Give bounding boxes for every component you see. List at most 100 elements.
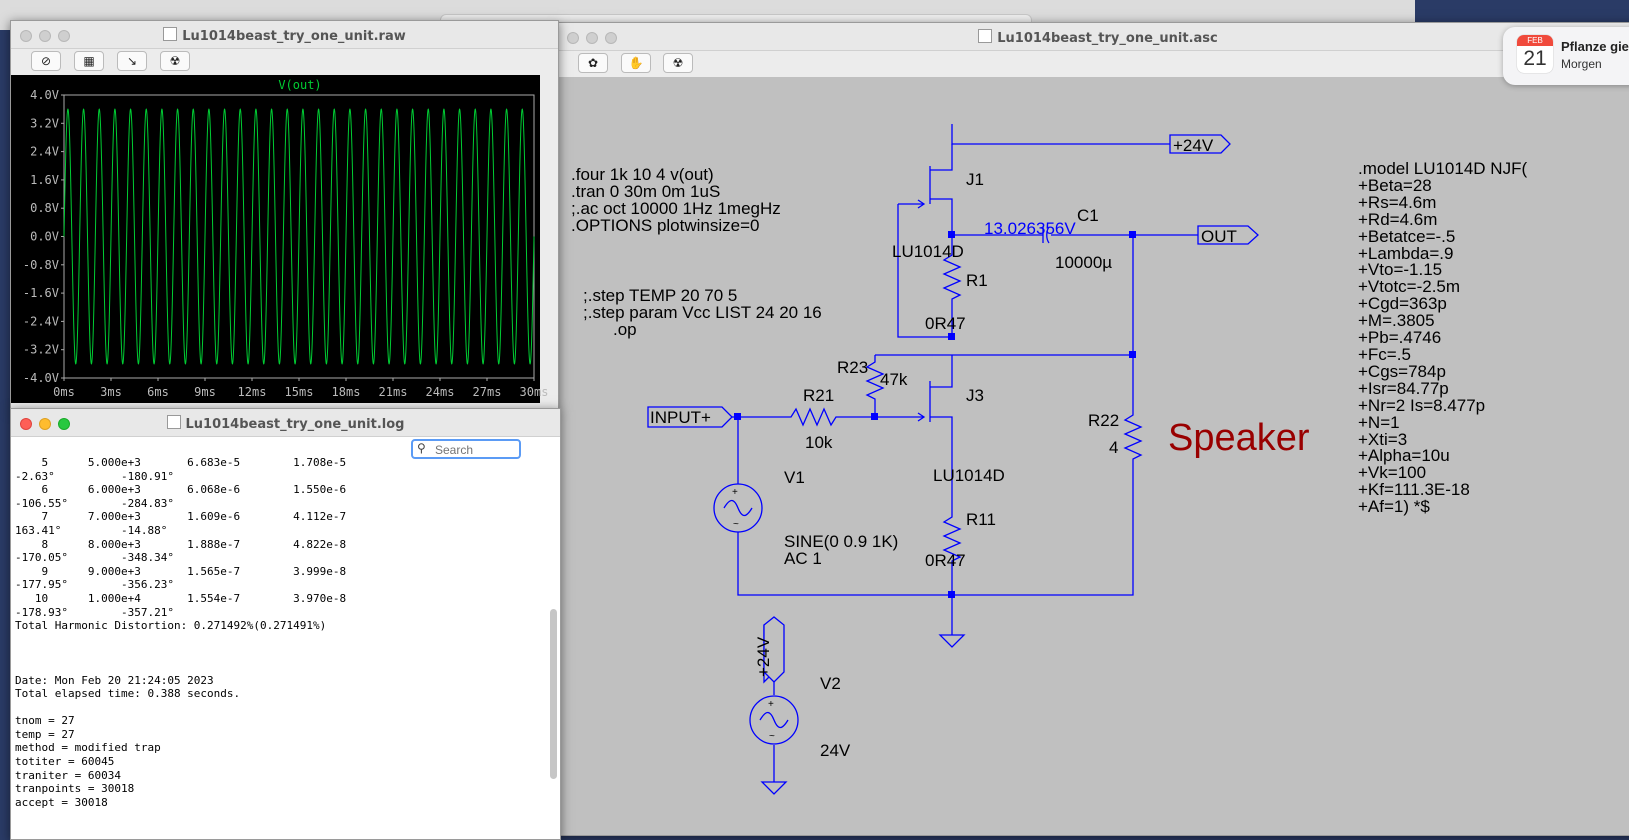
window-controls [20,29,77,47]
step-line: ;.step TEMP 20 70 5 [583,286,738,305]
model-line: +Cgs=784p [1358,361,1446,381]
log-line: -178.93° -357.21° [15,605,174,619]
log-line: Total Harmonic Distortion: 0.271492%(0.2… [15,619,327,633]
zoom-fit-button[interactable]: ↘ [117,51,147,71]
plot-title: Lu1014beast_try_one_unit.raw [182,29,406,44]
log-line: -170.05° -348.34° [15,551,174,565]
x-tick-label: 27ms [473,385,502,399]
c1-value[interactable]: 10000µ [1055,253,1113,272]
wire-vcc [951,124,1170,145]
v1-ac-value[interactable]: AC 1 [784,549,822,568]
r22-label[interactable]: R22 [1088,411,1120,430]
trace-label[interactable]: V(out) [278,78,321,92]
zoom-button[interactable] [605,32,617,44]
input-flag-label[interactable]: INPUT+ [650,408,711,427]
r21-label[interactable]: R21 [803,386,835,405]
out-flag [1197,225,1259,245]
search-icon: ⚲ [417,441,426,455]
log-line: Date: Mon Feb 20 21:24:05 2023 [15,673,214,687]
schematic-drawing: +~ +~ [647,124,1259,795]
v2-wire [760,682,788,795]
log-line [15,660,346,674]
r11-label[interactable]: R11 [966,510,996,529]
window-controls [20,417,77,435]
v2-flag-label[interactable]: +24V [754,636,773,677]
j3-label[interactable]: J3 [966,386,984,405]
step-directives[interactable]: ;.step TEMP 20 70 5 ;.step param Vcc LIS… [583,287,822,338]
y-tick-label: 2.4V [30,145,59,159]
minimize-button[interactable] [586,32,598,44]
model-line: +Fc=.5 [1358,344,1411,364]
svg-text:+: + [732,487,738,498]
model-line: +Beta=28 [1358,175,1432,195]
r23-label[interactable]: R23 [837,358,869,377]
model-line: +M=.3805 [1358,311,1435,331]
y-tick-label: -4.0V [23,371,59,385]
j1-model-label[interactable]: LU1014D [892,242,964,261]
v1-value[interactable]: SINE(0 0.9 1K) [784,532,899,551]
out-flag-label[interactable]: OUT [1201,227,1237,246]
log-line: 10 1.000e+4 1.554e-7 3.970e-8 [15,591,347,605]
run-button[interactable]: ✿ [578,53,608,73]
r23-value[interactable]: 47k [880,370,908,389]
calendar-day: 21 [1523,47,1547,70]
model-line: .model LU1014D NJF( [1358,159,1528,178]
log-text[interactable]: 5 5.000e+3 6.683e-5 1.708e-5-2.63° -180.… [15,456,346,809]
run-icon: ✿ [587,56,599,70]
schematic-titlebar: Lu1014beast_try_one_unit.asc [558,23,1629,51]
zoom-out-button[interactable]: ⊘ [31,51,61,71]
c1-label[interactable]: C1 [1077,206,1099,225]
vcc-flag-label[interactable]: +24V [1173,136,1214,155]
log-line [15,633,346,647]
minimize-button[interactable] [39,418,51,430]
pan-button[interactable]: ✋ [621,53,651,73]
close-button[interactable] [20,30,32,42]
autorange-button[interactable]: ▦ [74,51,104,71]
y-tick-label: -3.2V [23,343,59,357]
calendar-notification[interactable]: FEB 21 Pflanze gie Morgen [1503,27,1629,85]
probe-button[interactable]: ☢ [160,51,190,71]
y-tick-label: -0.8V [23,258,59,272]
j3-symbol [875,355,953,507]
r1-value[interactable]: 0R47 [925,314,966,333]
v2-label[interactable]: V2 [820,674,841,693]
log-search[interactable]: ⚲ [411,439,521,459]
r21-value[interactable]: 10k [805,433,833,452]
j3-model-label[interactable]: LU1014D [933,466,1005,485]
j1-label[interactable]: J1 [966,170,984,189]
log-line: totiter = 60045 [15,755,115,769]
ground-symbol [938,595,966,648]
close-button[interactable] [567,32,579,44]
waveform-chart: V(out) 4.0V3.2V2.4V1.6V0.8V0.0V-0.8V-1.6… [23,78,549,399]
r11-value[interactable]: 0R47 [925,551,966,570]
model-line: +Af=1) *$ [1358,497,1430,517]
zoom-button[interactable] [58,418,70,430]
search-input[interactable] [433,442,521,458]
c1-voltage-readout: 13.026356V [984,219,1076,238]
v1-label[interactable]: V1 [784,468,805,487]
j1-symbol [897,144,953,338]
model-line: +Isr=84.77p [1358,378,1449,398]
log-titlebar: Lu1014beast_try_one_unit.log [11,409,560,437]
r1-label[interactable]: R1 [966,271,988,290]
log-scrollbar[interactable] [550,609,557,779]
v2-value[interactable]: 24V [820,741,851,760]
y-tick-label: 4.0V [30,88,59,102]
probe-button[interactable]: ☢ [663,53,693,73]
zoom-button[interactable] [58,30,70,42]
speaker-comment[interactable]: Speaker [1168,417,1310,459]
model-line: +Alpha=10u [1358,446,1450,466]
svg-text:+: + [768,699,774,710]
schematic-canvas[interactable]: +~ +~ .four 1k 10 4 v(out) .tran 0 30m 0… [558,77,1629,835]
vout-trace[interactable] [63,108,535,365]
window-controls [567,31,624,49]
svg-text:~: ~ [769,731,775,742]
close-button[interactable] [20,418,32,430]
minimize-button[interactable] [39,30,51,42]
model-directive[interactable]: .model LU1014D NJF( +Beta=28 +Rs=4.6m +R… [1358,159,1528,517]
log-line: -177.95° -356.23° [15,578,174,592]
schematic-title: Lu1014beast_try_one_unit.asc [997,31,1218,46]
r22-value[interactable]: 4 [1109,438,1119,457]
sim-directives[interactable]: .four 1k 10 4 v(out) .tran 0 30m 0m 1uS … [571,166,781,234]
